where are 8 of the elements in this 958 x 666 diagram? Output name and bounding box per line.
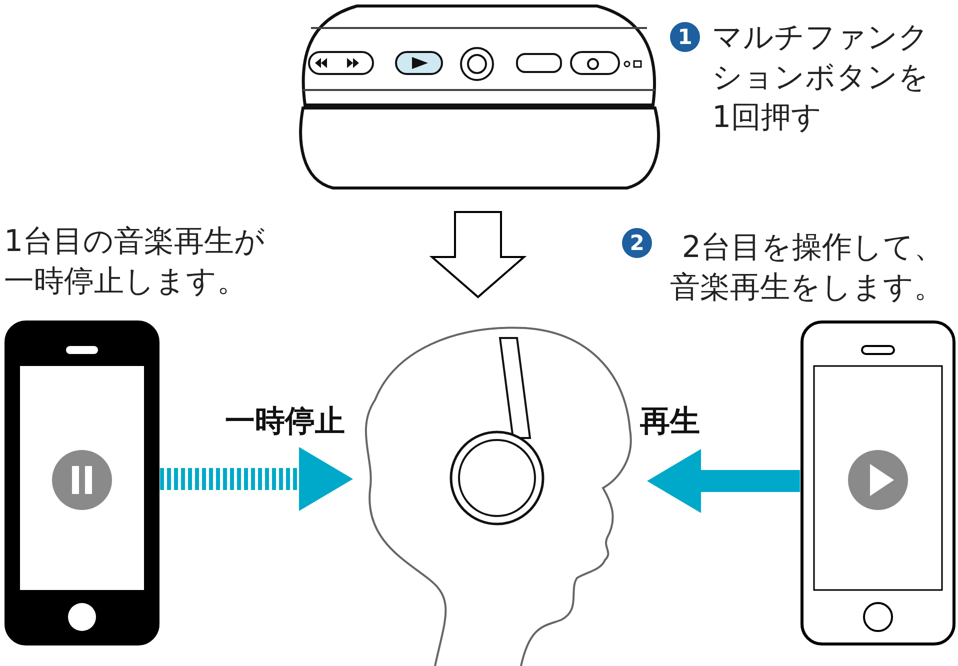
instruction-text: マルチファンクションボタンを1回押す — [712, 19, 930, 137]
arrow — [429, 211, 527, 298]
instruction-text: 1台目の音楽再生が一時停止します。 — [4, 223, 266, 301]
step-number: 2 — [622, 228, 652, 258]
instruction-text: 2台目を操作して、音楽再生をします。 — [669, 229, 944, 307]
arrow — [647, 449, 800, 513]
arrow — [160, 447, 353, 511]
step-number: 1 — [670, 22, 700, 52]
